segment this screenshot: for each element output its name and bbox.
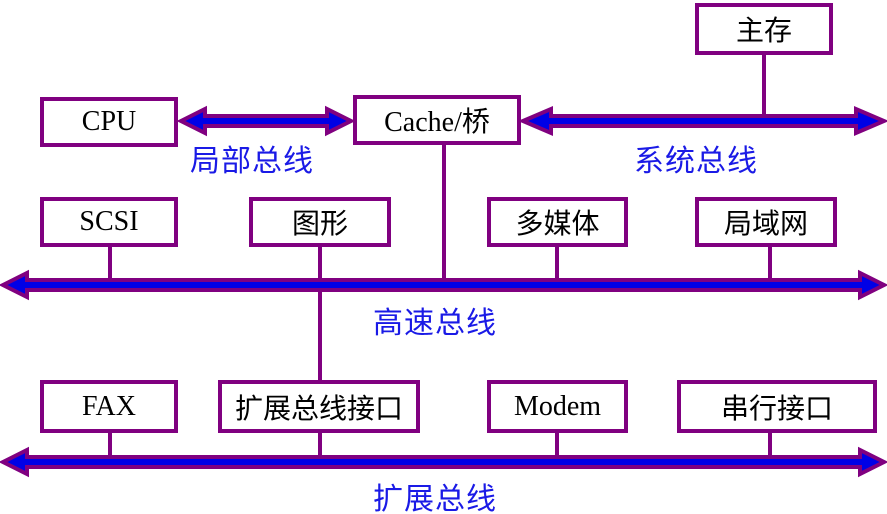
multimedia-box: 多媒体 bbox=[487, 197, 628, 247]
expansion-bus-arrow bbox=[0, 446, 887, 478]
fax-box: FAX bbox=[40, 380, 178, 433]
main-memory-label: 主存 bbox=[735, 16, 792, 47]
system-bus-arrow bbox=[517, 105, 887, 137]
serial-interface-box: 串行接口 bbox=[677, 380, 877, 433]
cpu-label: CPU bbox=[81, 106, 137, 137]
scsi-box: SCSI bbox=[40, 197, 178, 247]
high-speed-bus-label: 高速总线 bbox=[373, 306, 497, 341]
lan-box: 局域网 bbox=[695, 197, 837, 247]
cpu-box: CPU bbox=[40, 97, 178, 147]
serial-interface-label: 串行接口 bbox=[720, 393, 833, 425]
high-speed-bus-arrow bbox=[0, 269, 887, 301]
expansion-bus-interface-label: 扩展总线接口 bbox=[234, 393, 403, 425]
expansion-bus-label: 扩展总线 bbox=[373, 482, 497, 514]
fax-label: FAX bbox=[82, 390, 136, 422]
modem-box: Modem bbox=[487, 380, 628, 433]
system-bus-label: 系统总线 bbox=[634, 144, 758, 179]
graphics-label: 图形 bbox=[291, 209, 348, 240]
multimedia-label: 多媒体 bbox=[515, 209, 600, 240]
main-memory-box: 主存 bbox=[695, 3, 833, 55]
cache-bridge-label: Cache/桥 bbox=[384, 107, 490, 138]
local-bus-arrow bbox=[176, 105, 356, 137]
scsi-label: SCSI bbox=[79, 206, 139, 237]
expansion-bus-interface-box: 扩展总线接口 bbox=[218, 380, 420, 433]
local-bus-label: 局部总线 bbox=[190, 144, 314, 179]
modem-label: Modem bbox=[513, 390, 602, 422]
cache-bridge-box: Cache/桥 bbox=[353, 95, 521, 145]
lan-label: 局域网 bbox=[723, 209, 808, 240]
graphics-box: 图形 bbox=[249, 197, 391, 247]
